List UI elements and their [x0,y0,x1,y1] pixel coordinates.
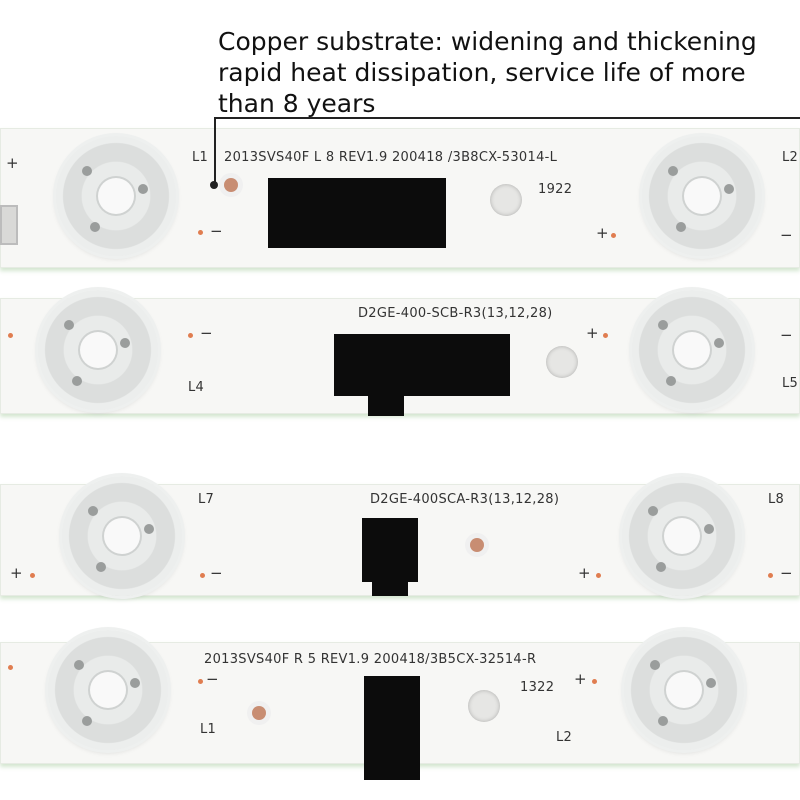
led-lens [56,136,176,256]
solder-pad [252,706,266,720]
connector-tab [0,205,18,245]
led-lens [642,136,762,256]
leader-line-vertical [214,118,216,186]
minus-sign: − [206,670,219,688]
strip-label-right: L8 [768,492,785,507]
strip-label-left: L1 [192,150,209,165]
solder-dot [8,665,13,670]
chip-tab [372,580,408,596]
strip-code: 2013SVS40F L 8 REV1.9 200418 /3B8CX-5301… [224,150,558,165]
strip-label-left: L1 [200,722,217,737]
led-lens [62,476,182,596]
solder-dot [198,679,203,684]
solder-pad [224,178,238,192]
minus-sign: − [210,222,223,240]
solder-dot [30,573,35,578]
solder-dot [603,333,608,338]
solder-dot [188,333,193,338]
strip-label-left: L4 [188,380,205,395]
minus-sign: − [200,324,213,342]
led-lens [48,630,168,750]
solder-dot [8,333,13,338]
plus-sign: + [586,324,599,342]
strip-label-right: L2 [782,150,799,165]
solder-dot [768,573,773,578]
solder-dot [198,230,203,235]
chip-block [364,676,420,780]
strip-code: D2GE-400SCA-R3(13,12,28) [370,492,560,507]
chip-tab [368,394,404,416]
strip-mark: 1922 [538,182,573,197]
caption-line-1: Copper substrate: widening and thickenin… [218,27,757,56]
strip-code: D2GE-400-SCB-R3(13,12,28) [358,306,553,321]
minus-sign: − [780,226,793,244]
led-lens [632,290,752,410]
plus-sign: + [596,224,609,242]
strip-label-right: L2 [556,730,573,745]
solder-pad [470,538,484,552]
minus-sign: − [210,564,223,582]
leader-dot [210,181,218,189]
plus-sign: + [6,154,19,172]
leader-line-horizontal [214,117,800,119]
mount-hole [468,690,500,722]
solder-dot [611,233,616,238]
chip-block [268,178,446,248]
plus-sign: + [574,670,587,688]
caption-line-2: rapid heat dissipation, service life of … [218,58,746,87]
strip-mark: 1322 [520,680,555,695]
mount-hole [490,184,522,216]
led-lens [624,630,744,750]
caption: Copper substrate: widening and thickenin… [218,26,778,119]
solder-dot [596,573,601,578]
strip-label-right: L5 [782,376,799,391]
strip-label-left: L7 [198,492,215,507]
caption-line-3: than 8 years [218,89,376,118]
chip-block [334,334,510,396]
minus-sign: − [780,326,793,344]
minus-sign: − [780,564,793,582]
solder-dot [200,573,205,578]
led-lens [38,290,158,410]
led-lens [622,476,742,596]
mount-hole [546,346,578,378]
plus-sign: + [10,564,23,582]
plus-sign: + [578,564,591,582]
solder-dot [592,679,597,684]
chip-block [362,518,418,582]
strip-code: 2013SVS40F R 5 REV1.9 200418/3B5CX-32514… [204,652,537,667]
